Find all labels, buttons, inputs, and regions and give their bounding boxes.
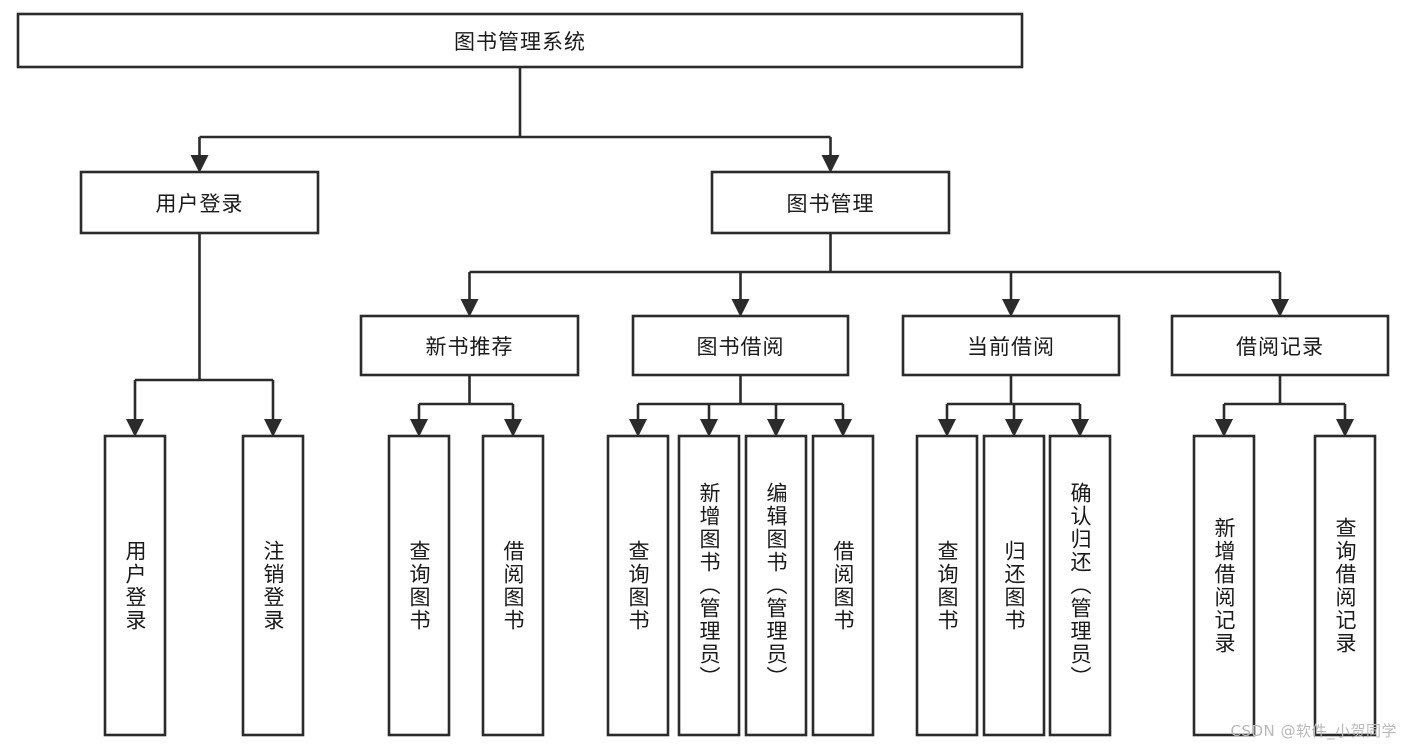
node-leaf-query-record[interactable] <box>1313 434 1377 737</box>
nodes-layer <box>16 12 1390 737</box>
watermark-text: CSDN @软件_小贺同学 <box>1230 722 1397 740</box>
node-leaf-add-book[interactable] <box>677 434 741 737</box>
node-leaf-return-book[interactable] <box>982 434 1046 737</box>
node-leaf-borrow-book-2[interactable] <box>811 434 875 737</box>
edges-layer <box>125 67 1355 438</box>
node-leaf-query-book-1[interactable] <box>387 434 451 737</box>
node-book-borrow[interactable] <box>631 314 850 377</box>
node-current-borrow[interactable] <box>901 314 1121 377</box>
node-new-book-rec[interactable] <box>359 314 580 377</box>
node-root[interactable] <box>16 12 1024 69</box>
node-leaf-query-book-2[interactable] <box>606 434 670 737</box>
node-leaf-edit-book[interactable] <box>744 434 808 737</box>
node-leaf-borrow-book-1[interactable] <box>481 434 545 737</box>
node-book-manage[interactable] <box>710 170 951 235</box>
node-leaf-add-record[interactable] <box>1192 434 1256 737</box>
node-user-login[interactable] <box>79 170 320 235</box>
node-leaf-logout[interactable] <box>241 434 305 737</box>
node-leaf-user-login[interactable] <box>103 434 167 737</box>
node-borrow-record[interactable] <box>1170 314 1390 377</box>
node-leaf-query-book-3[interactable] <box>915 434 979 737</box>
node-leaf-confirm-return[interactable] <box>1048 434 1112 737</box>
